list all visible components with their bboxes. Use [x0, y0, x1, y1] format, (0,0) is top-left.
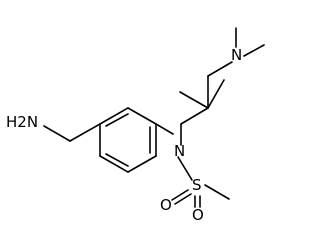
ring-bond-5: [99, 155, 129, 173]
bond-n-methyl-right: [243, 44, 265, 57]
ring-bond-2: [127, 107, 157, 125]
atom-label-sulfur: S: [192, 176, 202, 194]
atom-label-sulfonamide-n: N: [174, 142, 185, 160]
bond-cq-methyl-down: [207, 79, 225, 109]
bond-s-methyl: [204, 184, 230, 200]
bond-n-s: [177, 156, 193, 181]
molecule-structure: H2N N N S O O: [6, 27, 265, 224]
atom-label-amine: H2N: [6, 113, 38, 131]
atom-label-oxygen-right: O: [192, 206, 204, 224]
bond-ch2-nme2: [207, 61, 233, 77]
bond-s-o-left-b: [174, 193, 192, 205]
bond-ring-n: [155, 123, 174, 135]
bond-cq-methyl-left: [179, 91, 209, 109]
ring-double-bond-bottom: [105, 153, 129, 167]
bond-ch2-cq: [180, 107, 209, 125]
benzene-ring: [99, 107, 157, 173]
atom-label-oxygen-left: O: [160, 196, 172, 214]
bond-ch2-ring: [69, 123, 101, 142]
ring-double-bond-top: [105, 113, 129, 127]
bond-s-o-left-a: [171, 189, 189, 201]
atom-label-dimethylamino-n: N: [231, 46, 242, 64]
bond-nh2-ch2: [43, 125, 71, 142]
ring-bond-1: [99, 107, 129, 125]
ring-bond-4: [127, 155, 157, 173]
